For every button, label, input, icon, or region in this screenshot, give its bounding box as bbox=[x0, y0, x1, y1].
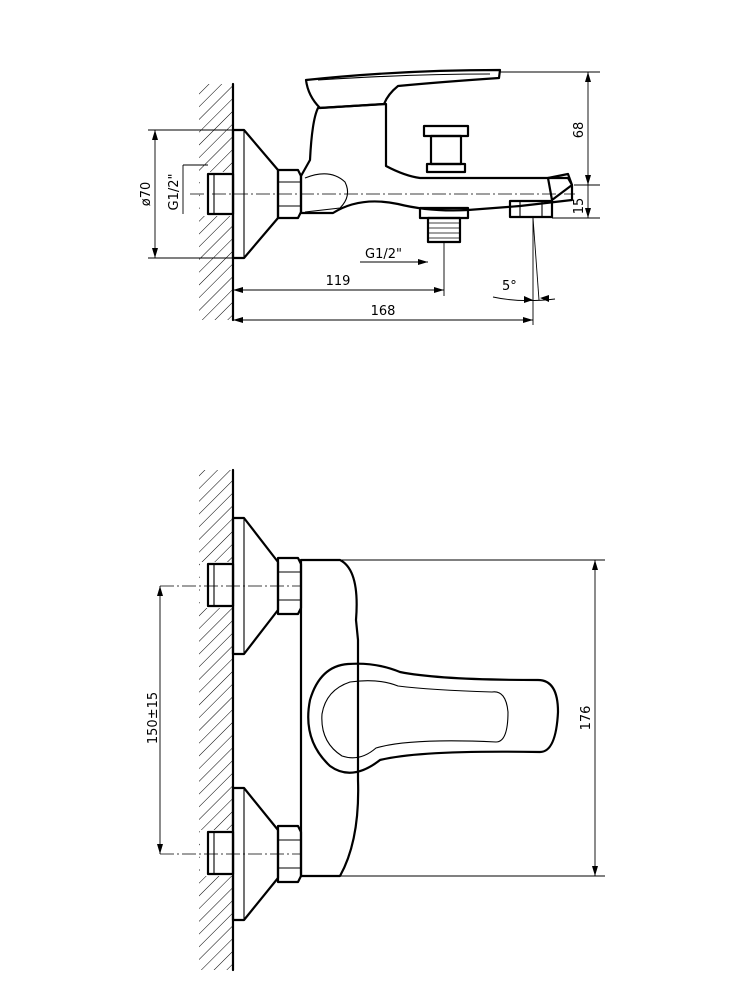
aerator-side bbox=[508, 199, 554, 219]
label-spout-angle: 5° bbox=[502, 279, 517, 294]
dimension-spout-drop: 15 bbox=[552, 185, 600, 219]
dimension-inlet-thread: G1/2" bbox=[167, 164, 208, 214]
label-inlet-thread: G1/2" bbox=[167, 174, 182, 211]
dimension-overall-depth: 168 bbox=[233, 218, 534, 325]
dimension-inlet-spacing: 150±15 bbox=[146, 586, 163, 854]
inlet-pipe-side bbox=[190, 172, 300, 216]
label-flange-diameter: ø70 bbox=[139, 182, 154, 207]
diverter-knob-side bbox=[422, 124, 470, 174]
wall-section-top bbox=[199, 82, 235, 322]
label-inlet-spacing: 150±15 bbox=[146, 692, 161, 744]
side-view: ø70 G1/2" 68 15 G1/2" bbox=[139, 68, 600, 325]
spout-tip-side bbox=[546, 172, 574, 202]
wall-section-bottom bbox=[199, 468, 235, 972]
upper-connection bbox=[160, 516, 303, 656]
dimension-spout-angle: 5° bbox=[492, 217, 556, 303]
front-view: 150±15 176 bbox=[146, 468, 605, 972]
dimension-outlet-thread: G1/2" bbox=[360, 242, 445, 296]
mixer-body-front bbox=[299, 558, 360, 878]
lever-handle-front bbox=[307, 662, 560, 774]
label-outlet-thread: G1/2" bbox=[365, 247, 402, 262]
shower-outlet-side bbox=[418, 206, 470, 244]
label-spout-drop: 15 bbox=[572, 198, 587, 215]
label-outlet-position: 119 bbox=[326, 274, 351, 289]
label-body-width: 176 bbox=[579, 706, 594, 731]
dimension-body-width: 176 bbox=[301, 559, 605, 877]
lever-handle-side bbox=[304, 68, 502, 110]
dimension-outlet-position: 119 bbox=[233, 274, 444, 293]
label-body-height: 68 bbox=[572, 122, 587, 139]
label-overall-depth: 168 bbox=[371, 304, 396, 319]
dimension-body-height: 68 bbox=[500, 71, 600, 186]
mixer-body-side bbox=[299, 102, 575, 215]
dimension-flange-diameter: ø70 bbox=[139, 129, 233, 259]
